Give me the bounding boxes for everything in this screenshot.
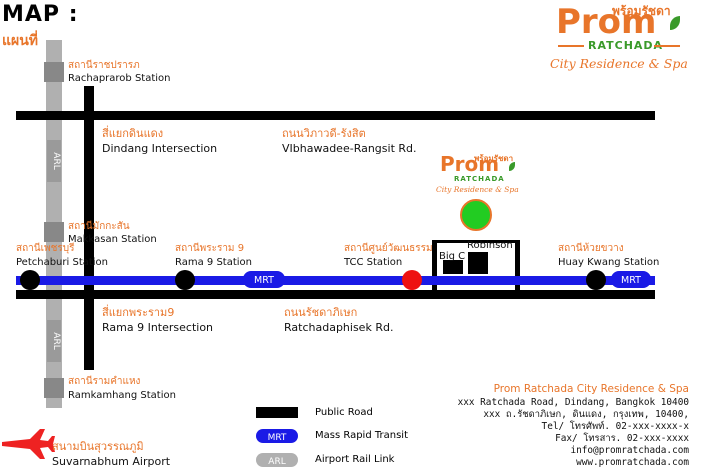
vibhawadee-en: VIbhawadee-Rangsit Rd. [282, 142, 417, 155]
brand-name: Prom [556, 2, 657, 42]
road-vibhawadee [16, 111, 655, 120]
tcc-en: TCC Station [344, 257, 403, 268]
address-line-2: xxx ถ.รัชดาภิเษก, ดินแดง, กรุงเทพ, 10400… [483, 409, 689, 420]
rachaprarob-thai: สถานีราชปรารภ [68, 60, 140, 71]
page-title-thai: แผนที่ [2, 33, 39, 49]
tcc-thai: สถานีศูนย์วัฒนธรรม [344, 243, 433, 254]
mrt-station-huaykwang [586, 270, 606, 290]
airport-en: Suvarnabhum Airport [52, 455, 171, 468]
mrt-chip [243, 271, 285, 288]
rama9-en: Rama 9 Station [175, 257, 252, 268]
mall-wall-left [432, 240, 437, 298]
bigc-block [443, 260, 463, 274]
rama9-thai: สถานีพระราม 9 [175, 243, 245, 254]
legend-mrt-chip: MRT [268, 433, 287, 443]
residence-marker [460, 199, 492, 231]
road-dindang [84, 86, 94, 370]
mrt-line [16, 276, 655, 285]
address-line-1: xxx Ratchada Road, Dindang, Bangkok 1040… [457, 397, 689, 408]
road-ratchadaphisek [16, 290, 655, 299]
legend-arl-label: Airport Rail Link [315, 454, 395, 465]
page-title: MAP : [2, 2, 79, 27]
arl-chip-upper-label: ARL [51, 152, 61, 169]
makkasan-en: Makkasan Station [68, 234, 157, 245]
brand-name-thai: พร้อมรัชดา [612, 4, 671, 18]
arl-chip-lower [47, 320, 61, 362]
arl-chip-lower-label: ARL [51, 332, 61, 349]
mall-wall-top [432, 240, 520, 243]
legend-mrt-label: Mass Rapid Transit [315, 430, 408, 441]
brand-logo: Prom พร้อมรัชดา RATCHADA City Residence … [548, 2, 688, 76]
arl-station-rachaprarob [44, 62, 64, 82]
residence-logo-thai: พร้อมรัชดา [474, 154, 514, 163]
huaykwang-en: Huay Kwang Station [558, 257, 660, 268]
rama9-int-en: Rama 9 Intersection [102, 321, 214, 334]
leaf-icon [670, 16, 680, 30]
petchaburi-en: Petchaburi Station [16, 257, 109, 268]
mall-wall-right [515, 240, 520, 294]
robinson-label: Robinson [467, 240, 513, 251]
brand-bar-right [654, 45, 680, 47]
ratchadaphisek-en: Ratchadaphisek Rd. [284, 321, 394, 334]
airport-thai: สนามบินสุวรรณภูมิ [52, 440, 144, 453]
legend-road-label: Public Road [315, 407, 373, 418]
legend-road-swatch [256, 407, 298, 418]
address-title: Prom Ratchada City Residence & Spa [493, 383, 689, 395]
residence-logo-name: Prom [440, 152, 500, 176]
address-tel: Tel/ โทรศัพท์. 02-xxx-xxxx-x [541, 421, 689, 432]
address-website[interactable]: www.promratchada.com [576, 457, 689, 468]
arl-station-ramkamhang [44, 378, 64, 398]
mrt-station-petchaburi [20, 270, 40, 290]
legend-arl-swatch [256, 453, 298, 467]
address-email[interactable]: info@promratchada.com [570, 445, 689, 456]
mrt-station-rama9 [175, 270, 195, 290]
mrt-chip-end-label: MRT [621, 275, 641, 286]
brand-tagline: City Residence & Spa [550, 56, 688, 71]
makkasan-thai: สถานีมักกะสัน [68, 221, 130, 232]
robinson-block [468, 252, 488, 274]
mrt-chip-label: MRT [254, 275, 274, 286]
ramkamhang-en: Ramkamhang Station [68, 390, 176, 401]
mrt-chip-end [611, 271, 651, 288]
brand-bar-left [558, 45, 584, 47]
address-fax: Fax/ โทรสาร. 02-xxx-xxxx [555, 433, 689, 444]
rama9-int-thai: สี่แยกพระราม9 [102, 306, 175, 319]
arl-chip-upper [47, 140, 61, 182]
vibhawadee-thai: ถนนวิภาวดี-รังสิต [282, 127, 366, 140]
ratchadaphisek-thai: ถนนรัชดาภิเษก [284, 306, 358, 319]
dindang-thai: สี่แยกดินแดง [102, 127, 164, 140]
arl-station-makkasan [44, 222, 64, 242]
mrt-station-tcc [402, 270, 422, 290]
dindang-en: Dindang Intersection [102, 142, 218, 155]
rachaprarob-en: Rachaprarob Station [68, 73, 171, 84]
airplane-icon [2, 429, 55, 459]
residence-logo-tagline: City Residence & Spa [436, 185, 519, 194]
ramkamhang-thai: สถานีรามคำแหง [68, 376, 141, 387]
residence-leaf-icon [509, 162, 515, 171]
legend-arl-chip: ARL [268, 457, 285, 467]
brand-sub: RATCHADA [588, 39, 664, 52]
legend-mrt-swatch [256, 429, 298, 443]
bigc-label: Big C [439, 251, 466, 262]
petchaburi-thai: สถานีเพชรบุรี [16, 243, 75, 254]
residence-logo-sub: RATCHADA [454, 175, 505, 183]
huaykwang-thai: สถานีห้วยขวาง [558, 243, 624, 254]
residence-logo: Prom พร้อมรัชดา RATCHADA City Residence … [436, 152, 524, 198]
